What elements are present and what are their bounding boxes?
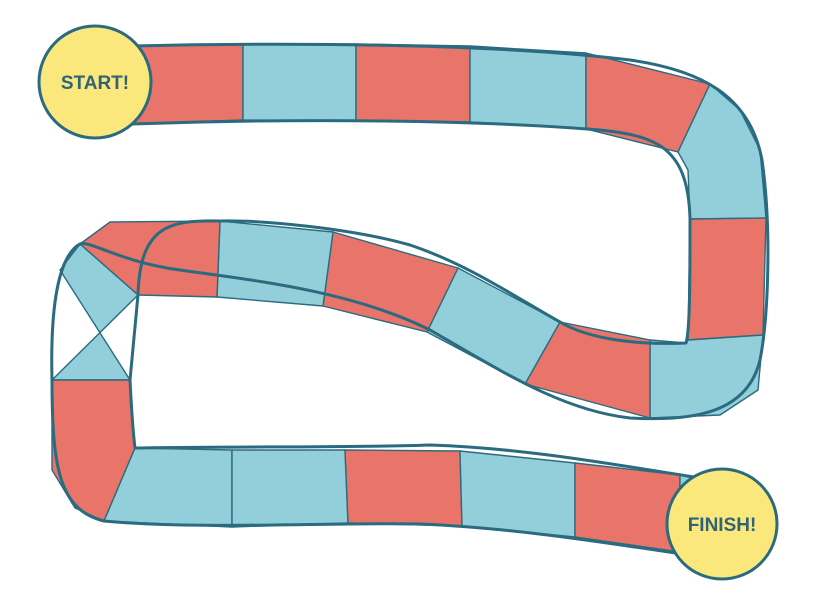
start-label: START! — [61, 73, 129, 94]
board-space-18[interactable] — [344, 449, 463, 527]
finish-label: FINISH! — [688, 515, 757, 536]
outer-edge — [50, 42, 770, 562]
board-space-7[interactable] — [687, 217, 767, 341]
board-space-19[interactable] — [459, 450, 576, 538]
inner-edge — [128, 119, 702, 480]
board-space-14[interactable] — [51, 243, 139, 381]
finish-badge[interactable]: FINISH! — [665, 467, 779, 581]
board-space-2[interactable] — [242, 43, 357, 122]
board-space-20[interactable] — [574, 462, 681, 553]
board-space-4[interactable] — [469, 45, 587, 130]
board-space-17[interactable] — [231, 449, 349, 528]
board-space-3[interactable] — [355, 43, 471, 123]
path-outline — [50, 42, 770, 562]
board-space-13[interactable] — [79, 220, 221, 298]
board-space-8[interactable] — [649, 334, 764, 419]
start-badge[interactable]: START! — [37, 24, 153, 140]
